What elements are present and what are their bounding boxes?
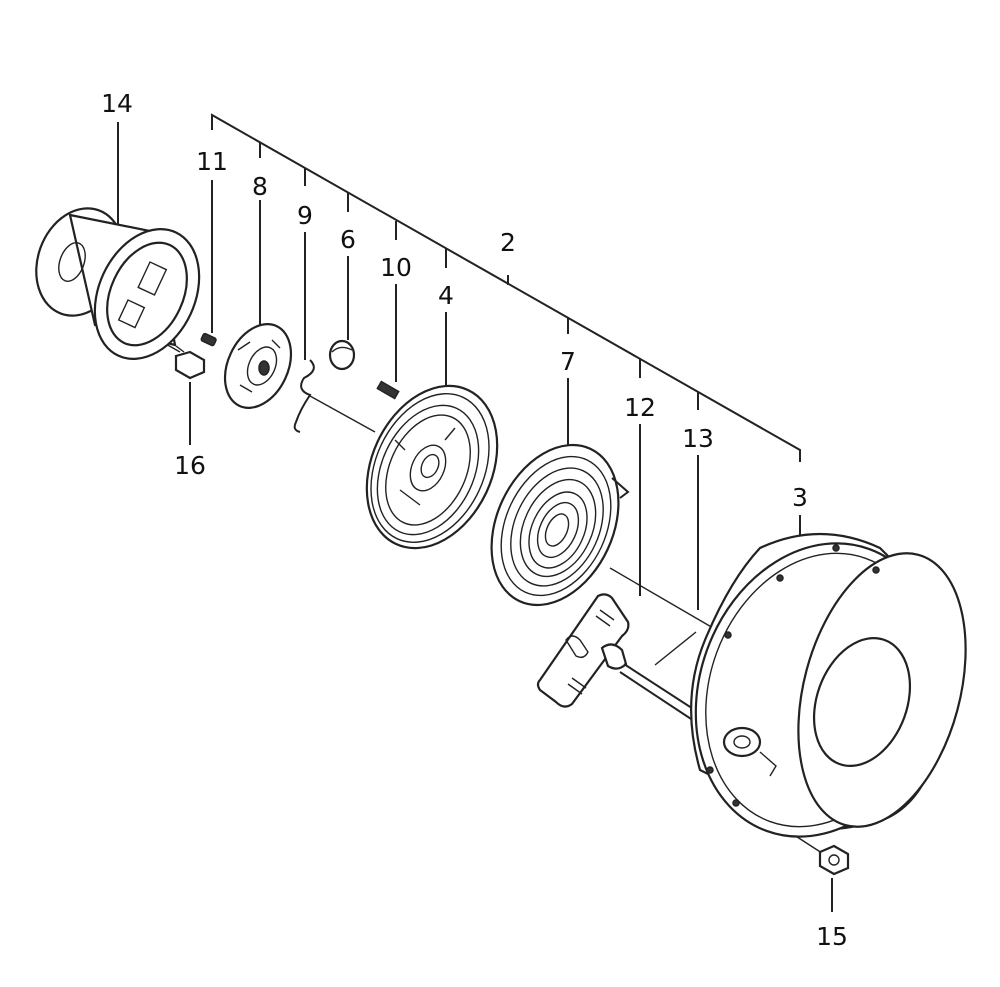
- label-part-7: 7: [560, 347, 576, 376]
- screw-part-11: [200, 332, 217, 347]
- nut-part-15: [818, 844, 850, 876]
- recoil-spring-part-7: [490, 443, 630, 607]
- label-part-8: 8: [252, 172, 268, 201]
- label-part-12: 12: [624, 393, 656, 422]
- assembly-bracket: [211, 113, 801, 462]
- starter-case-part-3: [690, 532, 967, 838]
- spring-part-10: [376, 380, 400, 400]
- starter-cup-part-14: [35, 207, 201, 360]
- label-part-16: 16: [174, 451, 206, 480]
- ratchet-plate-part-8: [223, 323, 293, 409]
- label-part-14: 14: [101, 89, 133, 118]
- label-part-6: 6: [340, 225, 356, 254]
- label-part-13: 13: [682, 424, 714, 453]
- leader-lines: [117, 122, 833, 912]
- reel-part-4: [365, 384, 499, 550]
- label-part-2: 2: [500, 228, 516, 257]
- spring-wire-part-9: [293, 359, 315, 433]
- part-labels: 14 11 8 9 6 10 2 4 7 12 13 3 16 15: [101, 89, 848, 951]
- label-part-15: 15: [816, 922, 848, 951]
- label-part-4: 4: [438, 281, 454, 310]
- label-part-10: 10: [380, 253, 412, 282]
- label-part-11: 11: [196, 147, 228, 176]
- label-part-3: 3: [792, 483, 808, 512]
- bolt-part-16: [174, 345, 206, 380]
- label-part-9: 9: [297, 201, 313, 230]
- pawl-part-6: [328, 339, 356, 371]
- handle-part-12: [536, 593, 630, 708]
